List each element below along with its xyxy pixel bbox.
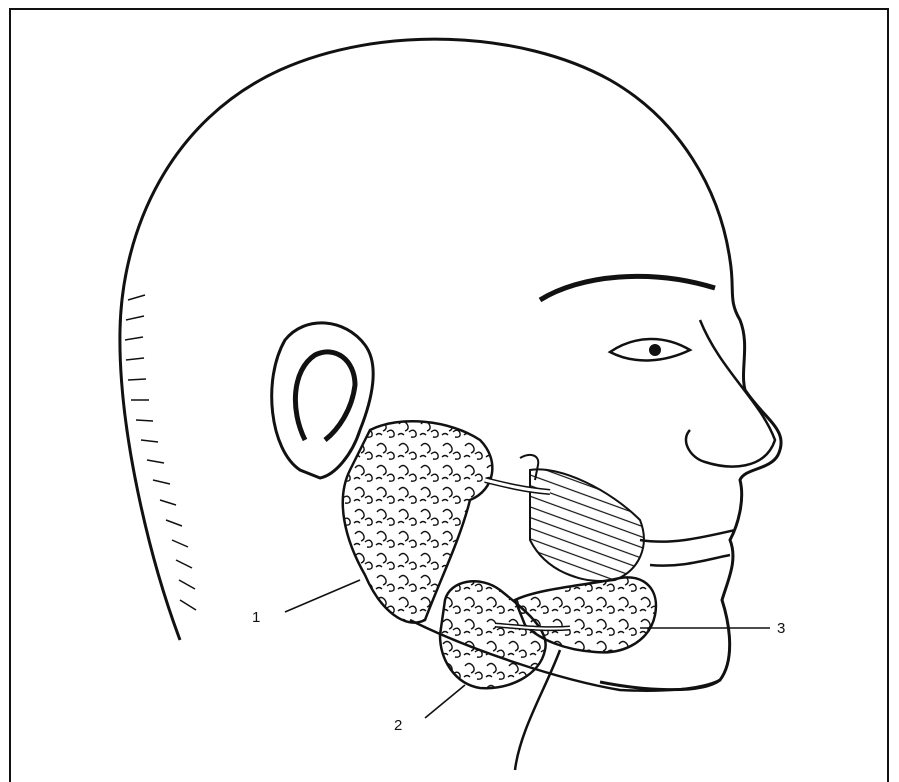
leader-line-1	[285, 580, 360, 612]
label-parotid: 1	[252, 609, 260, 626]
nose	[686, 320, 775, 467]
label-submandibular: 2	[394, 717, 402, 734]
skull-hatching	[125, 295, 196, 610]
mouth	[640, 530, 735, 566]
label-sublingual: 3	[777, 620, 785, 637]
leader-line-2	[425, 685, 465, 718]
masseter-muscle	[530, 469, 644, 581]
eyebrow	[540, 276, 715, 300]
